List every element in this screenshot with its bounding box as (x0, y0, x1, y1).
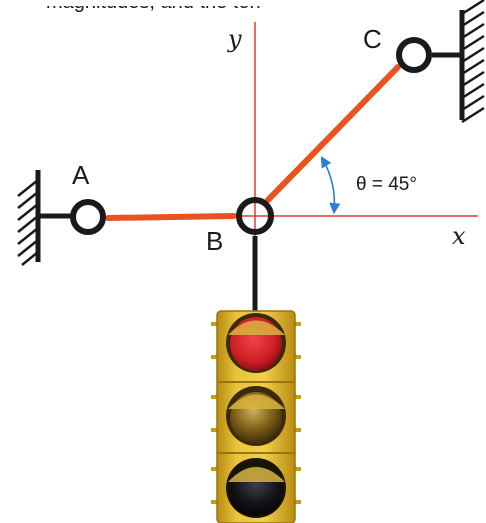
right-wall-support-icon (432, 0, 485, 124)
top-crop-mask (0, 0, 486, 6)
joint-c-icon (396, 37, 432, 73)
left-wall-support-icon (17, 170, 72, 266)
angle-arc (320, 156, 341, 215)
y-axis-label: y (227, 25, 242, 53)
point-b-label: B (206, 226, 223, 256)
cable-bc (265, 64, 401, 203)
joint-b-icon (236, 197, 274, 235)
joint-a-icon (70, 199, 106, 235)
angle-label: θ = 45° (356, 174, 417, 195)
point-a-label: A (72, 160, 90, 190)
x-axis-label: x (452, 222, 466, 250)
cable-ab (105, 213, 237, 221)
traffic-light-icon (211, 310, 301, 523)
point-c-label: C (363, 24, 382, 54)
